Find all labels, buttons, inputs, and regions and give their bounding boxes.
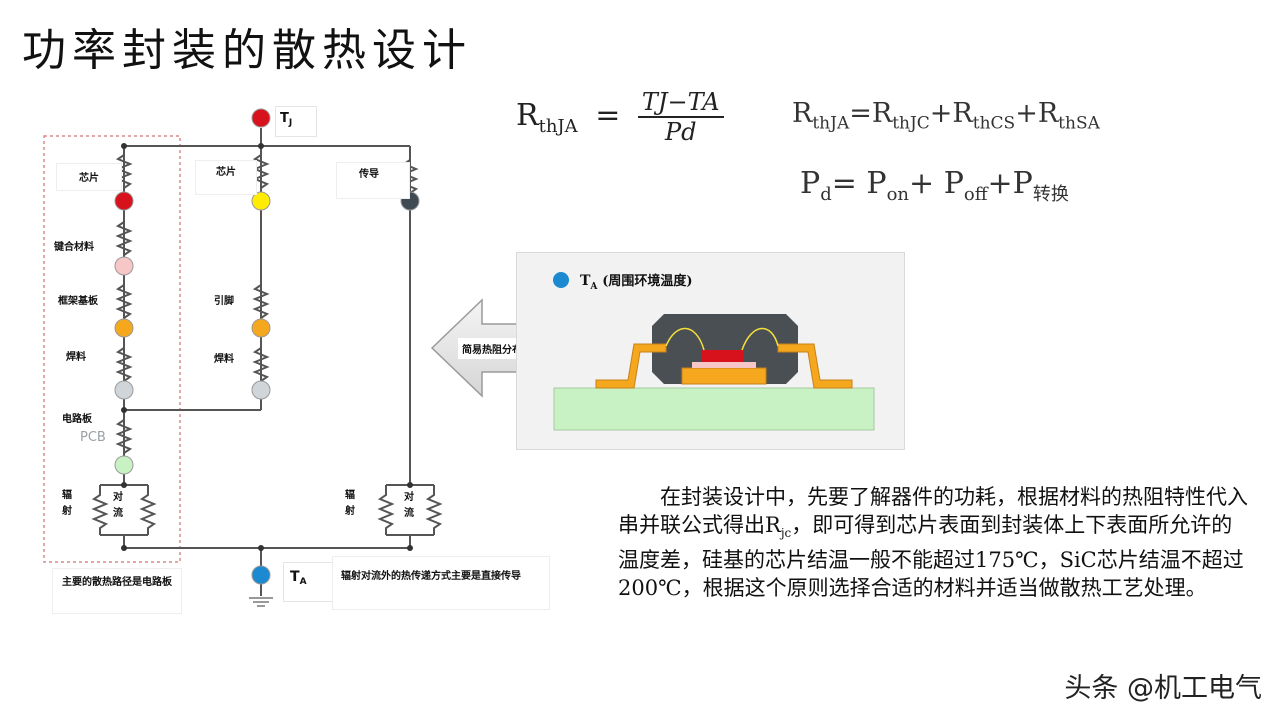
page-title: 功率封装的散热设计 — [22, 25, 472, 76]
lead-left — [595, 343, 667, 389]
label-radiation-right: 辐射 — [345, 490, 355, 517]
label-chip-left: 芯片 — [56, 163, 122, 191]
ta-dot-icon — [553, 272, 569, 288]
node-chip-mid — [251, 191, 271, 211]
formula-rthja-sum: RthJA=RthJC+RthCS+RthSA — [792, 98, 1100, 134]
label-lead: 引脚 — [210, 290, 238, 309]
resistor-frame — [115, 284, 133, 319]
pcb-board — [553, 387, 875, 431]
label-board: 电路板 — [58, 408, 96, 427]
node-pcb — [114, 455, 134, 475]
node-lead — [251, 318, 271, 338]
label-chip-mid: 芯片 — [195, 160, 257, 195]
label-pcb: PCB — [80, 430, 106, 445]
node-tj — [251, 108, 271, 128]
note-left: 主要的散热路径是电路板 — [52, 568, 182, 614]
mold-body — [652, 314, 798, 384]
label-solder-left: 焊料 — [62, 346, 90, 365]
watermark: 头条 @机工电气 — [1064, 673, 1262, 704]
note-right: 辐射对流外的热传递方式主要是直接传导 — [332, 556, 550, 610]
label-frame: 框架基板 — [54, 290, 102, 309]
resistor-lead — [252, 284, 270, 319]
fraction-numerator: TJ−TA — [637, 88, 724, 118]
resistor-chip-left — [115, 154, 133, 189]
package-ta-label: TA (周围环境温度) — [580, 273, 693, 292]
resistor-solder-left — [115, 347, 133, 382]
chip-die — [702, 350, 744, 362]
label-conduct: 传导 — [336, 162, 410, 199]
node-solder-mid — [251, 380, 271, 400]
label-convection-left: 对流 — [111, 490, 125, 522]
tj-label: TJ — [275, 106, 318, 137]
label-convection-right: 对流 — [402, 490, 416, 522]
die-pad — [681, 367, 767, 385]
lead-right — [777, 343, 853, 389]
main-path-highlight — [43, 135, 181, 563]
label-solder-mid: 焊料 — [210, 348, 238, 367]
node-solder-left — [114, 380, 134, 400]
ta-label: TA — [283, 562, 334, 602]
fraction-denominator: Pd — [665, 118, 697, 146]
label-bond: 键合材料 — [50, 236, 98, 255]
node-chip-left — [114, 191, 134, 211]
formula-rthja-fraction: RthJA = TJ−TA Pd — [516, 88, 724, 146]
node-frame — [114, 318, 134, 338]
thermal-network-diagram — [43, 108, 443, 607]
resistor-bond — [115, 221, 133, 256]
formula-pd: Pd= Pon+ Poff+P转换 — [800, 166, 1069, 205]
resistor-pcb — [115, 419, 133, 454]
resistor-solder-mid — [252, 347, 270, 382]
label-radiation-left: 辐射 — [62, 490, 72, 517]
package-drawing — [553, 272, 875, 431]
resistor-chip-mid — [252, 154, 270, 189]
description-paragraph: 在封装设计中，先要了解器件的功耗，根据材料的热阻特性代入串并联公式得出Rjc，即… — [618, 485, 1248, 600]
bond-layer — [692, 362, 756, 368]
node-bond — [114, 256, 134, 276]
node-ta — [251, 565, 271, 585]
